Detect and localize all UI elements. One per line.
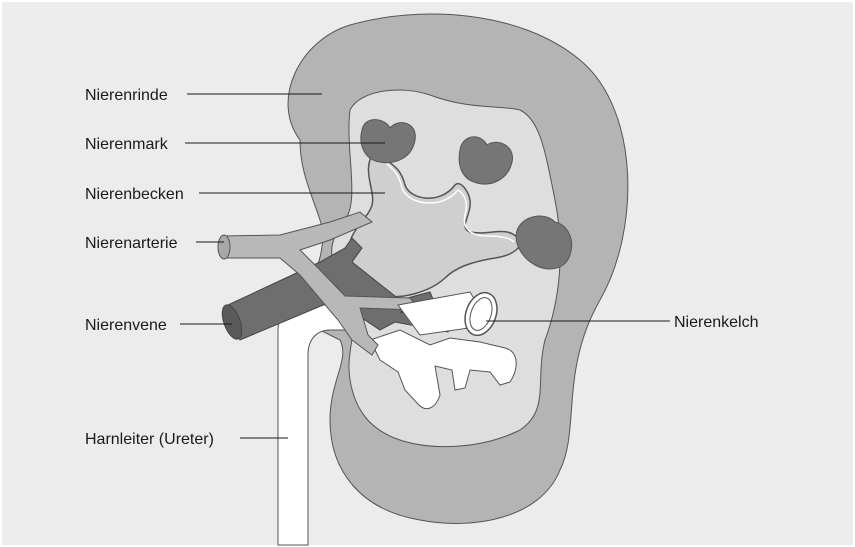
label-nierenrinde: Nierenrinde — [85, 87, 168, 104]
label-nierenvene: Nierenvene — [85, 317, 167, 334]
label-nierenbecken: Nierenbecken — [85, 186, 184, 203]
label-harnleiter: Harnleiter (Ureter) — [85, 431, 214, 448]
label-nierenkelch: Nierenkelch — [674, 314, 758, 331]
label-nierenmark: Nierenmark — [85, 136, 169, 153]
label-nierenarterie: Nierenarterie — [85, 235, 178, 252]
renal-artery-opening — [218, 235, 230, 259]
